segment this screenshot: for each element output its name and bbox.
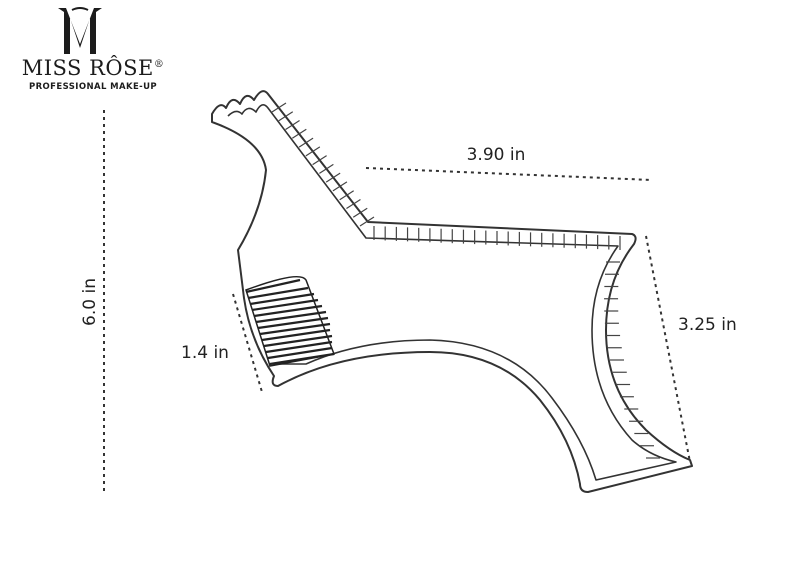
ruler-tick [298, 137, 314, 148]
comb-width-dimension-line [232, 293, 263, 393]
ruler-tick [339, 190, 355, 201]
ruler-tick [325, 172, 341, 183]
brand-name: MISS RÔSE® [21, 56, 165, 80]
brand-tagline: PROFESSIONAL MAKE-UP [28, 82, 158, 92]
ruler-ticks-top [373, 226, 621, 250]
ruler-ticks-diagonal [271, 102, 375, 227]
ruler-tick [271, 102, 287, 113]
ruler-tick [285, 120, 300, 131]
ruler-tick [312, 155, 327, 166]
top-width-dimension-line [365, 167, 653, 181]
ruler-ticks-right [604, 261, 660, 459]
comb-teeth [245, 275, 336, 367]
ruler-tick [332, 181, 348, 192]
template-inner-outline [227, 104, 677, 481]
comb-width-label: 1.4 in [181, 343, 229, 363]
jaw-width-label: 3.25 in [678, 315, 737, 335]
ruler-tick [278, 111, 294, 122]
ruler-tick [319, 163, 334, 174]
ruler-tick [305, 146, 321, 157]
height-label: 6.0 in [80, 278, 100, 326]
ruler-tick [359, 216, 375, 227]
brand-logo-icon [58, 7, 102, 54]
template-outline [211, 90, 693, 493]
ruler-tick [346, 198, 361, 209]
top-width-label: 3.90 in [467, 145, 526, 165]
ruler-tick [291, 128, 307, 139]
ruler-tick [352, 207, 368, 218]
jaw-width-dimension-line [645, 235, 691, 463]
